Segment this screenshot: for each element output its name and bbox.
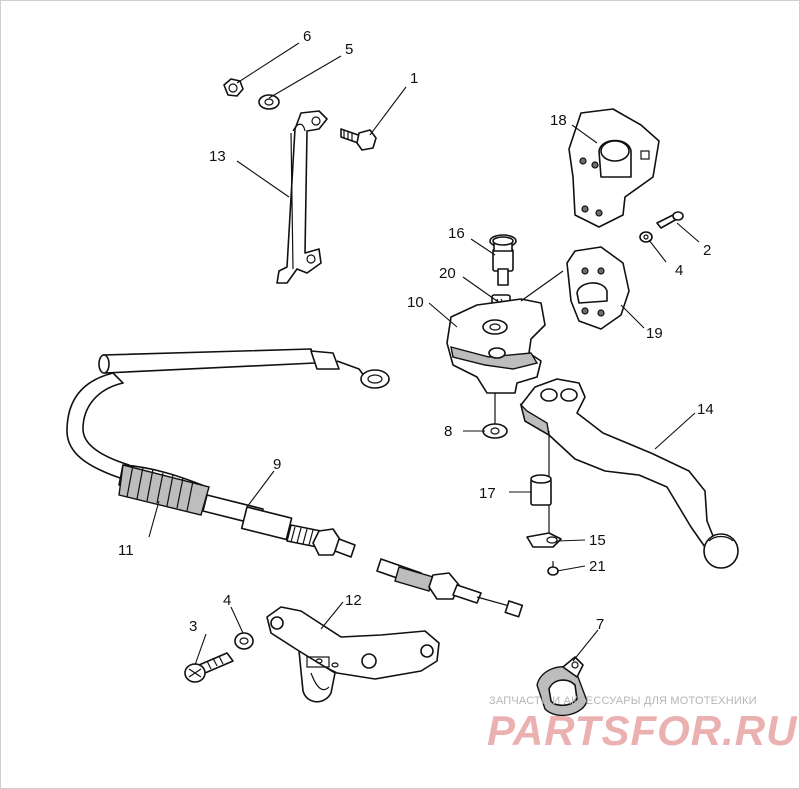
watermark-logo: PARTSFOR.RU <box>487 707 798 754</box>
part-lever-bracket-10 <box>446 270 564 394</box>
callout-19: 19 <box>646 325 663 342</box>
callout-15: 15 <box>589 532 606 549</box>
callout-20: 20 <box>439 265 456 282</box>
callout-labels: 1 2 3 4 4 5 6 7 8 9 10 11 12 13 14 15 16… <box>118 28 714 635</box>
callout-11: 11 <box>118 542 134 559</box>
part-bushing-17 <box>530 474 552 506</box>
part-washer-5 <box>258 94 280 110</box>
callout-17: 17 <box>479 485 496 502</box>
callout-6: 6 <box>303 28 311 45</box>
part-cable-end <box>376 558 524 618</box>
callout-7: 7 <box>596 616 604 633</box>
callout-10: 10 <box>407 294 424 311</box>
callout-3: 3 <box>189 618 197 635</box>
callout-8: 8 <box>444 423 452 440</box>
callout-12: 12 <box>345 592 362 609</box>
part-clamp-7 <box>536 656 588 717</box>
part-clip-15 <box>526 532 562 548</box>
part-cable-11 <box>66 348 390 558</box>
callout-5: 5 <box>345 41 353 58</box>
callout-21: 21 <box>589 558 606 575</box>
part-boot-11 <box>118 464 210 516</box>
part-clamp-19 <box>566 246 630 330</box>
callout-14: 14 <box>697 401 714 418</box>
part-washer-4-lower <box>234 632 254 650</box>
part-screw-21 <box>547 561 559 576</box>
callout-16: 16 <box>448 225 465 242</box>
part-clip-8 <box>482 393 508 439</box>
callout-2: 2 <box>703 242 711 259</box>
part-bracket-13 <box>276 110 328 284</box>
watermark-tagline: ЗАПЧАСТИ И АКСЕССУАРЫ ДЛЯ МОТОТЕХНИКИ <box>489 695 757 707</box>
part-screw-2 <box>656 211 684 229</box>
callout-18: 18 <box>550 112 567 129</box>
leader-lines <box>148 42 700 666</box>
part-lever-14 <box>519 378 739 569</box>
part-screw-3 <box>184 652 234 683</box>
part-bolt-1 <box>340 128 377 151</box>
part-nut-6 <box>223 78 244 97</box>
part-clamp-18 <box>568 108 660 228</box>
part-adjuster-9 <box>202 494 356 558</box>
callout-4-lower: 4 <box>223 592 231 609</box>
callout-9: 9 <box>273 456 281 473</box>
callout-1: 1 <box>410 70 418 87</box>
part-washer-4-upper <box>639 231 653 243</box>
callout-13: 13 <box>209 148 226 165</box>
callout-4-upper: 4 <box>675 262 683 279</box>
part-pin-16 <box>489 234 517 286</box>
part-bracket-12 <box>266 606 440 703</box>
